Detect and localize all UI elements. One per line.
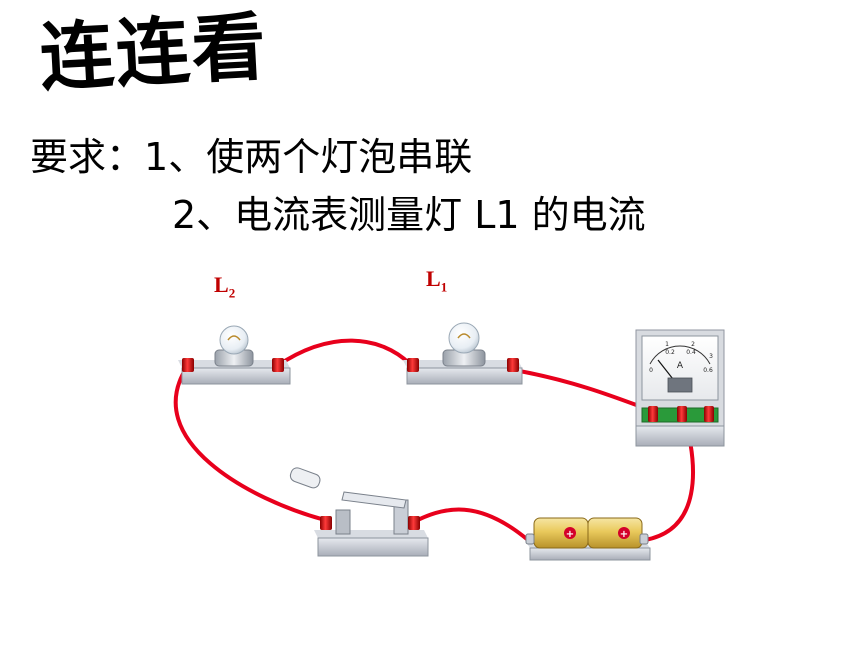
label-l1-letter: L [426,266,441,291]
ammeter-tick-3: 3 [709,353,713,360]
label-l1-subscript: 1 [440,279,448,295]
ammeter-tick-04: 0.4 [686,349,696,356]
requirement-line-1: 要求：1、使两个灯泡串联 [30,138,472,176]
label-l2: L2 [214,272,236,301]
battery-cell-1 [533,517,589,549]
switch-handle[interactable] [289,466,322,489]
lamp-l2[interactable] [178,325,291,385]
requirement-item-2: 2、电流表测量灯 L1 的电流 [172,193,646,237]
switch[interactable] [289,466,429,557]
wire-switch-to-l2 [173,365,327,522]
label-l2-subscript: 2 [228,285,236,301]
label-l2-letter: L [214,272,229,297]
ammeter-tick-2: 2 [691,341,695,348]
battery-terminal-positive[interactable] [639,533,649,545]
wire-l1-to-ammeter [512,368,657,414]
ammeter[interactable]: 0 0.2 0.4 0.6 1 2 3 A [635,329,725,447]
ammeter-terminal-06[interactable] [677,406,687,422]
ammeter-terminal-negative[interactable] [648,406,658,422]
lamp-l2-terminal-right[interactable] [272,358,284,372]
requirement-prefix: 要求： [30,135,145,179]
ammeter-unit: A [677,361,684,371]
ammeter-tick-06: 0.6 [703,367,713,374]
switch-blade[interactable] [341,491,407,509]
lamp-l1-terminal-left[interactable] [407,358,419,372]
ammeter-tick-02: 0.2 [665,349,675,356]
lamp-l2-terminal-left[interactable] [182,358,194,372]
wire-battery-to-switch [410,507,530,542]
ammeter-tick-1: 1 [665,341,669,348]
lamp-l1-terminal-right[interactable] [507,358,519,372]
requirement-item-1: 1、使两个灯泡串联 [144,135,473,179]
wire-l2-to-l1 [275,338,412,368]
ammeter-scale: 0 0.2 0.4 0.6 1 2 3 [649,341,713,374]
battery-cell-1-plus: + [566,529,574,540]
battery-terminal-negative[interactable] [525,533,535,545]
ammeter-terminal-3[interactable] [704,406,714,422]
battery-cell-2 [587,517,643,549]
battery[interactable]: + + [525,517,651,561]
battery-cell-2-plus: + [620,529,628,540]
switch-terminal-right[interactable] [408,516,420,530]
switch-terminal-left[interactable] [320,516,332,530]
label-l1: L1 [426,266,448,295]
lamp-l1[interactable] [403,322,523,385]
ammeter-tick-0: 0 [649,367,653,374]
